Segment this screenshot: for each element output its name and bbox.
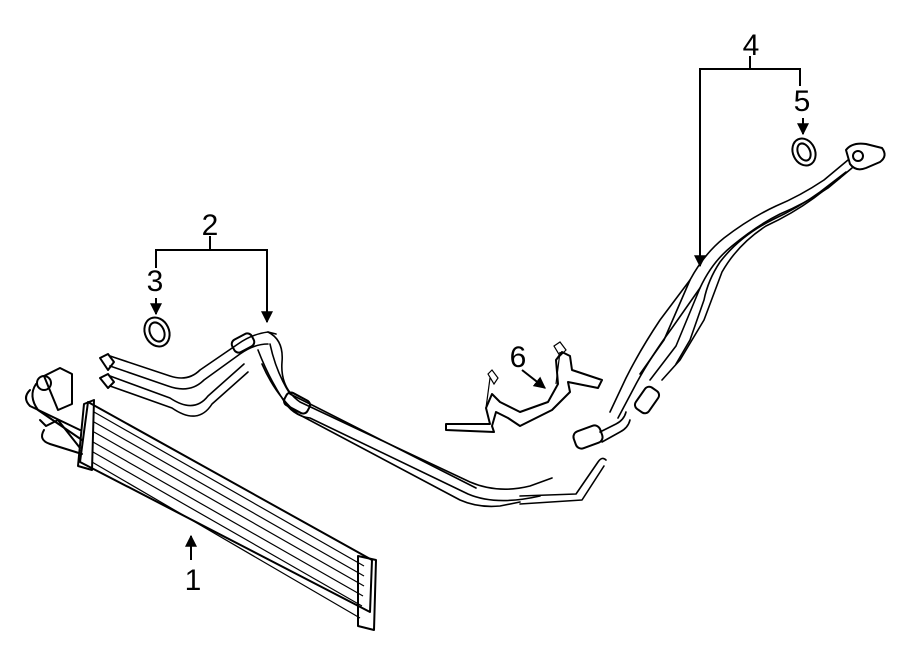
bracket-part-6	[445, 341, 603, 433]
leader-lines	[150, 56, 809, 560]
cooler-line-part-2	[99, 331, 607, 508]
callout-4: 4	[743, 29, 760, 62]
callout-3: 3	[147, 265, 164, 298]
callout-6: 6	[510, 341, 527, 374]
oil-cooler-part-1	[25, 367, 377, 631]
seal-ring-part-3	[143, 316, 171, 348]
seal-ring-part-5	[791, 137, 817, 167]
cooler-line-part-4	[572, 142, 886, 450]
callout-labels: 1 2 3 4 5 6	[147, 29, 811, 597]
callout-2: 2	[202, 209, 219, 242]
callout-1: 1	[185, 564, 202, 597]
callout-5: 5	[794, 85, 811, 118]
